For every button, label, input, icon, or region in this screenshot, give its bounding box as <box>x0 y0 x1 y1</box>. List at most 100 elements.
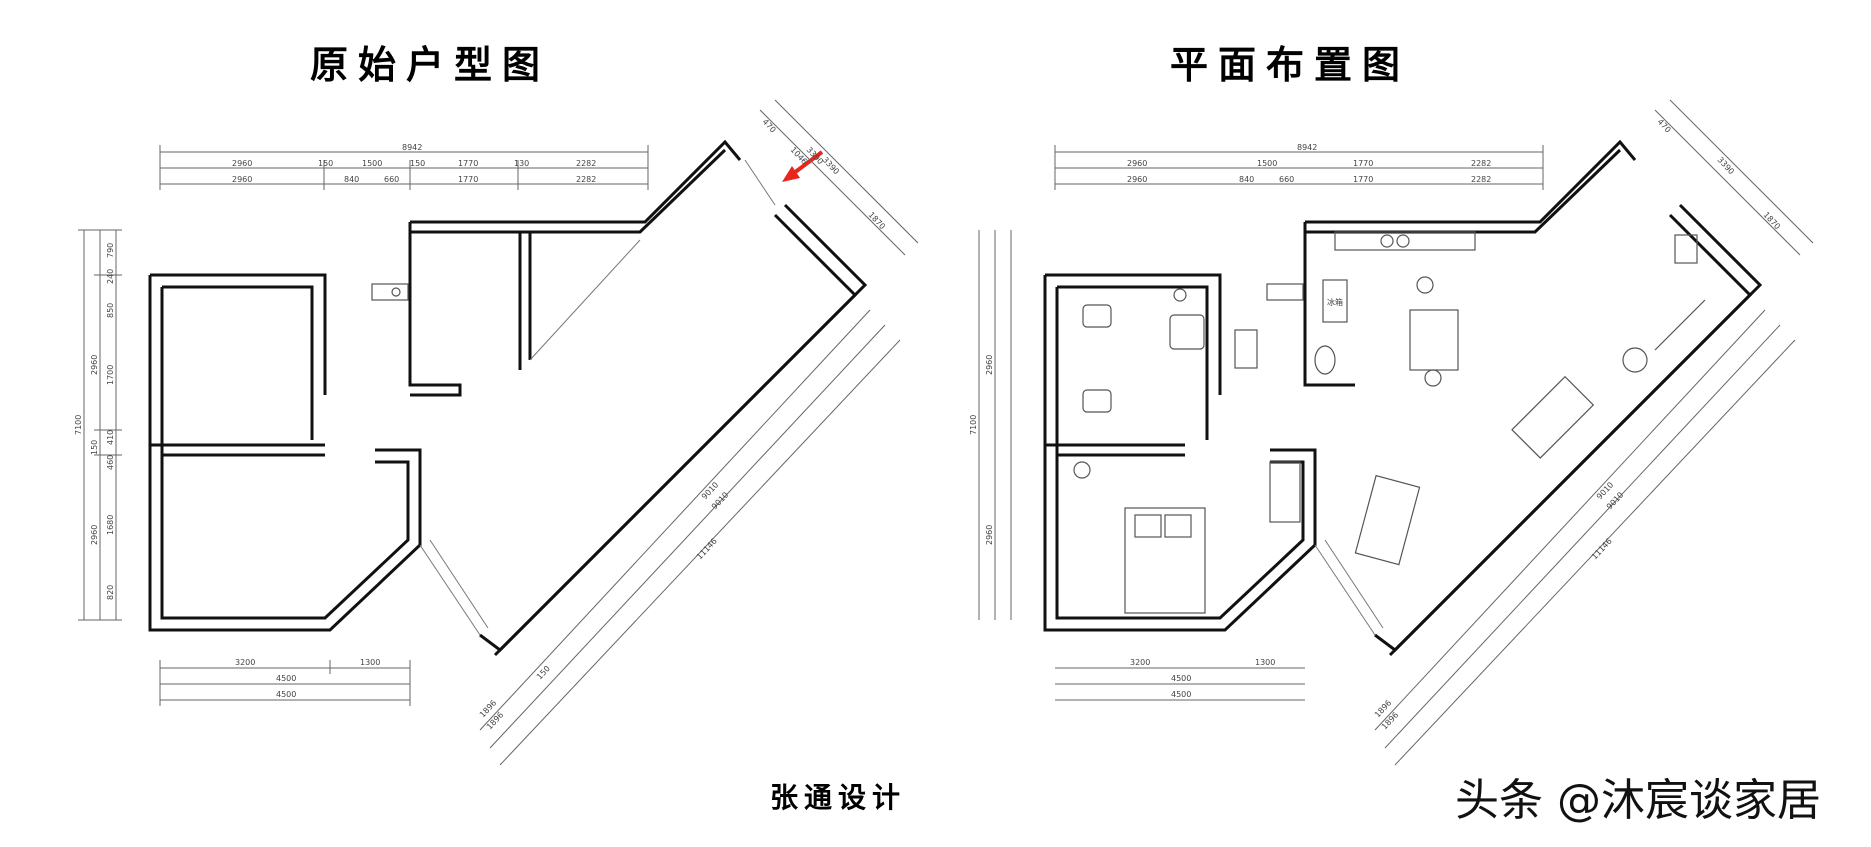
dim-diag-6: 150 <box>535 664 552 681</box>
dim-top-2e: 2282 <box>576 175 596 184</box>
dim-r-diag-7: 470 <box>1656 117 1673 134</box>
sofa-icon <box>1511 375 1595 459</box>
dim-left-10: 2960 <box>90 525 99 545</box>
diagonal-dimensions: 9010 9010 11146 1896 1896 150 470 1046 3… <box>478 99 919 766</box>
dim-diag-7: 470 <box>761 117 778 134</box>
dim-r-top-2c: 660 <box>1279 175 1294 184</box>
dim-left-3: 850 <box>106 303 115 318</box>
watermark-text: 头条 @沐宸谈家居 <box>1455 775 1821 826</box>
top-dimensions: 8942 2960 150 1500 150 1770 130 2282 296… <box>159 143 649 190</box>
pillow-icon <box>1134 514 1162 538</box>
dim-r-bottom-4: 4500 <box>1171 690 1191 699</box>
dim-r-top-1e: 1770 <box>1353 159 1373 168</box>
stove-icon <box>1396 234 1410 248</box>
dim-r-top-2a: 2960 <box>1127 175 1147 184</box>
bathroom-fixtures: 冰箱 <box>1234 279 1348 375</box>
dim-r-diag-3: 11146 <box>1590 537 1614 562</box>
dim-top-2c: 660 <box>384 175 399 184</box>
dim-top-1g: 2282 <box>576 159 596 168</box>
dim-top-1a: 2960 <box>232 159 252 168</box>
dim-top-1b: 150 <box>318 159 333 168</box>
dim-r-diag-11: 1870 <box>1762 210 1782 231</box>
stove-icon <box>1380 234 1394 248</box>
dim-top-2d: 1770 <box>458 175 478 184</box>
bottom-dimensions: 3200 1300 4500 4500 <box>159 658 411 706</box>
layout-plan-title: 平面布置图 <box>1170 42 1411 87</box>
dim-r-left-10: 2960 <box>985 525 994 545</box>
dim-r-bottom-2: 1300 <box>1255 658 1275 667</box>
dim-top-1e: 1770 <box>458 159 478 168</box>
fridge-label: 冰箱 <box>1327 297 1343 307</box>
dim-r-bottom-3: 4500 <box>1171 674 1191 683</box>
tv-cabinet-icon <box>1654 299 1706 351</box>
dim-bottom-1: 3200 <box>235 658 255 667</box>
bedroom-1-furniture <box>1082 288 1205 413</box>
walls <box>148 139 868 657</box>
balcony-sink-symbol <box>371 283 409 301</box>
original-floor-plan: 8942 2960 150 1500 150 1770 130 2282 296… <box>74 99 919 766</box>
dim-left-7: 150 <box>90 440 99 455</box>
chair-icon <box>1082 389 1112 413</box>
dim-left-6: 7100 <box>74 415 83 435</box>
dim-r-top-1a: 2960 <box>1127 159 1147 168</box>
left-dimensions: 790 240 850 2960 1700 7100 150 410 460 2… <box>74 229 122 621</box>
dim-left-1: 790 <box>106 243 115 258</box>
stool-icon <box>1416 276 1434 294</box>
dim-r-left-6: 7100 <box>969 415 978 435</box>
dim-left-4: 2960 <box>90 355 99 375</box>
dim-total-top-right: 8942 <box>1297 143 1317 152</box>
original-plan-title: 原始户型图 <box>310 42 551 87</box>
side-table-icon <box>1622 347 1648 373</box>
dim-left-11: 1680 <box>106 515 115 535</box>
layout-floor-plan: 8942 2960 1500 1770 2282 2960 840 660 17… <box>969 99 1814 766</box>
dim-bottom-3: 4500 <box>276 674 296 683</box>
stool-icon <box>1424 369 1442 387</box>
dim-r-top-2b: 840 <box>1239 175 1254 184</box>
dim-r-top-2d: 1770 <box>1353 175 1373 184</box>
armchair-icon <box>1674 234 1698 264</box>
lamp-icon <box>1173 288 1187 302</box>
dim-bottom-2: 1300 <box>360 658 380 667</box>
walls-right <box>1043 139 1763 657</box>
dim-left-12: 820 <box>106 585 115 600</box>
top-dimensions-right: 8942 2960 1500 1770 2282 2960 840 660 17… <box>1054 143 1544 190</box>
bottom-dimensions-right: 3200 1300 4500 4500 <box>1055 658 1305 701</box>
toilet-icon <box>1314 345 1336 375</box>
pillow-icon <box>1164 514 1192 538</box>
dim-bottom-4: 4500 <box>276 690 296 699</box>
wardrobe-icon <box>1269 461 1301 523</box>
designer-credit: 张通设计 <box>770 781 907 814</box>
dim-top-1c: 1500 <box>362 159 382 168</box>
dim-top-1f: 130 <box>514 159 529 168</box>
armchair-icon <box>1169 314 1205 350</box>
red-arrow-icon <box>782 150 824 182</box>
fridge-icon <box>1322 279 1348 323</box>
dim-r-bottom-1: 3200 <box>1130 658 1150 667</box>
dim-r-top-2e: 2282 <box>1471 175 1491 184</box>
dim-r-left-4: 2960 <box>985 355 994 375</box>
chair-icon <box>1082 304 1112 328</box>
dim-diag-3: 11146 <box>695 537 719 562</box>
dim-top-2a: 2960 <box>232 175 252 184</box>
dim-left-9: 460 <box>106 455 115 470</box>
lamp-icon <box>1073 461 1091 479</box>
dim-left-2: 240 <box>106 269 115 284</box>
diagonal-dimensions-right: 9010 9010 11146 1896 1896 470 3390 1870 <box>1373 99 1814 766</box>
island-icon <box>1409 309 1459 371</box>
dim-top-2b: 840 <box>344 175 359 184</box>
dim-top-1d: 150 <box>410 159 425 168</box>
dim-total-top: 8942 <box>402 143 422 152</box>
sink-icon <box>1266 283 1304 301</box>
dim-r-top-1c: 1500 <box>1257 159 1277 168</box>
bedroom-2-furniture <box>1073 461 1301 614</box>
kitchen-counter-icon <box>1334 231 1476 251</box>
washbasin-icon <box>1234 329 1258 369</box>
dim-left-8: 410 <box>106 430 115 445</box>
dim-diag-11: 1870 <box>867 210 887 231</box>
dim-left-5: 1700 <box>106 365 115 385</box>
dining-table-icon <box>1354 474 1421 566</box>
kitchen-living-furniture <box>1334 231 1706 566</box>
bed-icon <box>1124 507 1206 614</box>
left-dimensions-right: 2960 7100 2960 <box>969 230 1012 620</box>
